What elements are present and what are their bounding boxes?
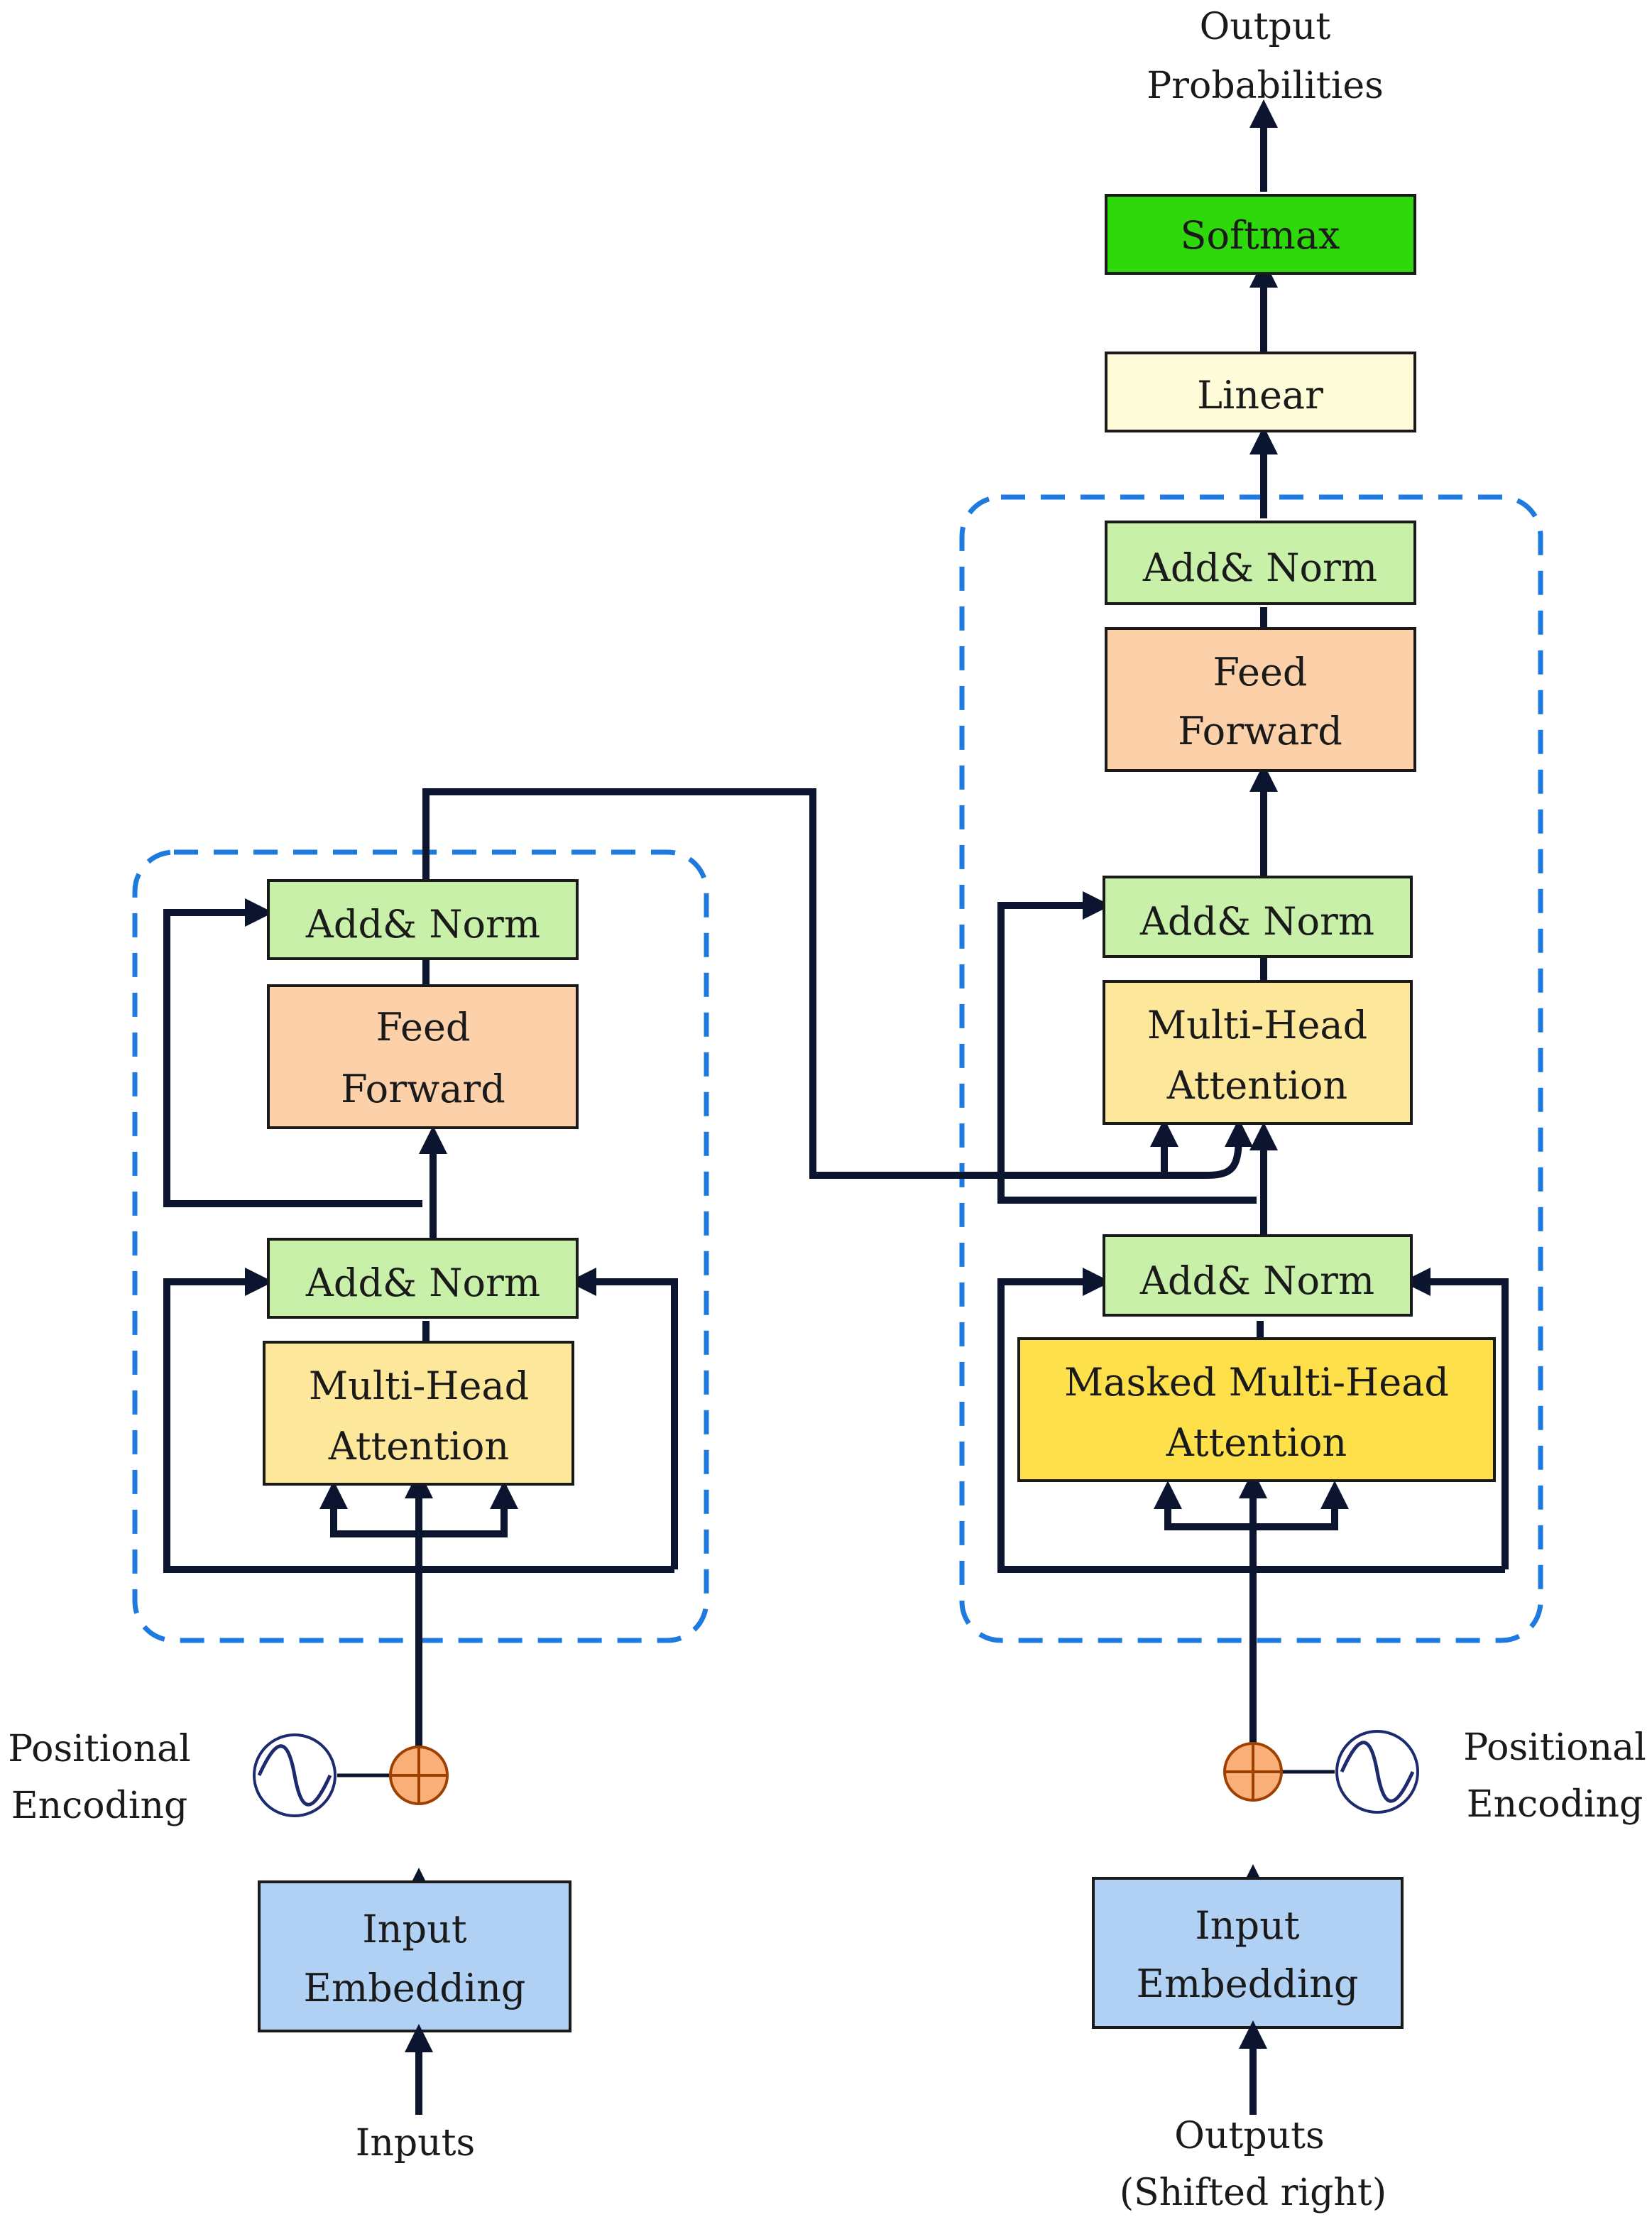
encoder-attention-line2: Attention: [328, 1424, 509, 1469]
decoder-outputs-label-line2: (Shifted right): [1120, 2172, 1386, 2214]
encoder-embedding-line2: Embedding: [304, 1966, 526, 2010]
encoder-feed-forward: Feed Forward: [267, 984, 579, 1129]
encoder-add-norm-top: Add& Norm: [267, 879, 579, 960]
encoder-wires: [163, 788, 1253, 2113]
decoder-masked-line2: Attention: [1166, 1420, 1347, 1465]
encoder-feed-forward-line2: Forward: [341, 1067, 505, 1111]
encoder-feed-forward-line1: Feed: [376, 1005, 471, 1050]
output-probabilities-line1: Output: [1200, 6, 1331, 48]
decoder-feed-forward-line2: Forward: [1178, 709, 1342, 753]
encoder-inputs-label: Inputs: [356, 2122, 475, 2165]
decoder-add-norm-top: Add& Norm: [1105, 521, 1416, 605]
decoder-feed-forward: Feed Forward: [1105, 627, 1416, 772]
encoder-input-embedding: Input Embedding: [258, 1880, 571, 2032]
decoder-positional-encoding: Positional Encoding: [1223, 1726, 1646, 1826]
encoder-add-norm-bottom-label: Add& Norm: [305, 1260, 540, 1305]
softmax-label: Softmax: [1180, 213, 1340, 258]
decoder-block-border: [959, 494, 1543, 1643]
encoder-positional-line1: Positional: [8, 1728, 190, 1770]
encoder-multi-head-attention: Multi-Head Attention: [263, 1341, 574, 1486]
decoder-input-embedding: Input Embedding: [1092, 1877, 1404, 2029]
decoder-embedding-line1: Input: [1195, 1903, 1299, 1948]
encoder-add-norm-top-label: Add& Norm: [305, 902, 540, 947]
linear-label: Linear: [1197, 373, 1323, 418]
decoder-attention-line1: Multi-Head: [1147, 1003, 1367, 1047]
decoder-add-norm-bottom-label: Add& Norm: [1139, 1258, 1374, 1303]
decoder-add-norm-bottom: Add& Norm: [1103, 1234, 1413, 1317]
decoder-masked-multi-head-attention: Masked Multi-Head Attention: [1017, 1337, 1496, 1482]
output-probabilities-line2: Probabilities: [1147, 65, 1384, 107]
decoder-masked-line1: Masked Multi-Head: [1064, 1360, 1449, 1405]
decoder-multi-head-attention: Multi-Head Attention: [1103, 980, 1413, 1125]
encoder-embedding-line1: Input: [362, 1907, 466, 1951]
decoder-add-norm-top-label: Add& Norm: [1142, 545, 1377, 590]
decoder-add-norm-mid-label: Add& Norm: [1139, 899, 1374, 944]
decoder-positional-line1: Positional: [1463, 1726, 1646, 1769]
decoder-embedding-line2: Embedding: [1137, 1961, 1359, 2006]
linear-box: Linear: [1105, 352, 1416, 432]
encoder-attention-line1: Multi-Head: [309, 1363, 529, 1408]
decoder-attention-line2: Attention: [1166, 1063, 1347, 1108]
decoder-positional-line2: Encoding: [1467, 1783, 1643, 1826]
encoder-positional-encoding: Positional Encoding: [8, 1728, 449, 1827]
encoder-add-norm-bottom: Add& Norm: [267, 1238, 579, 1319]
decoder-feed-forward-line1: Feed: [1213, 650, 1308, 695]
decoder-add-norm-mid: Add& Norm: [1103, 876, 1413, 958]
encoder-positional-line2: Encoding: [11, 1785, 188, 1827]
decoder-outputs-label-line1: Outputs: [1174, 2115, 1324, 2157]
softmax-box: Softmax: [1105, 194, 1416, 275]
